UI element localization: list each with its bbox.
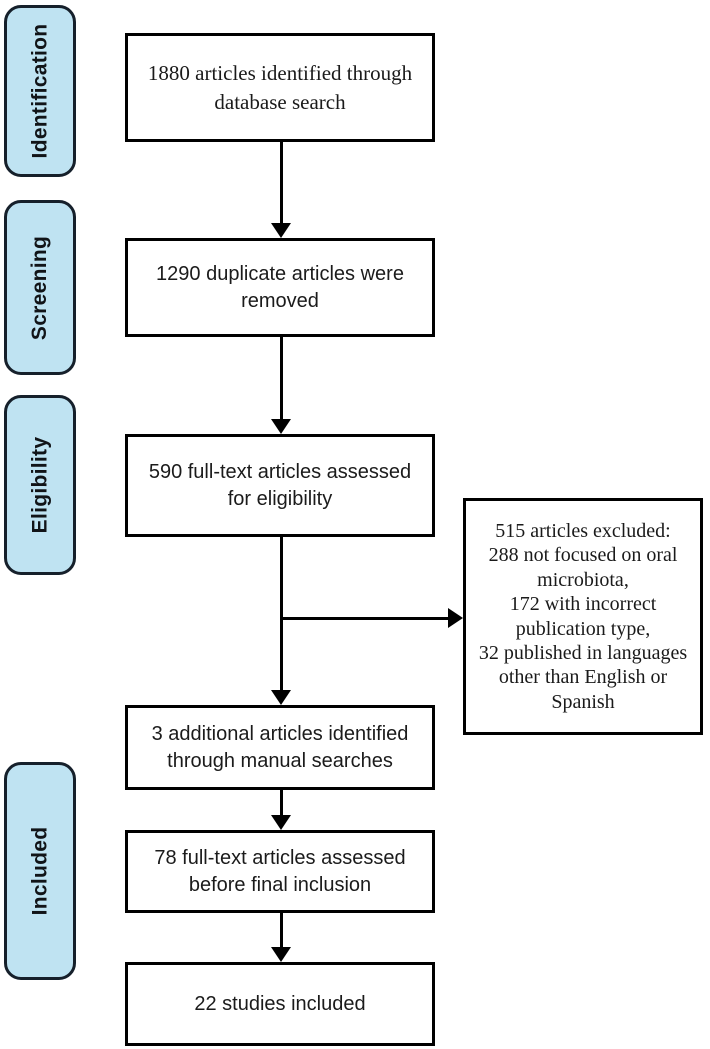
stage-included: Included	[4, 762, 76, 980]
flow-box-additional-articles: 3 additional articles identified through…	[125, 705, 435, 790]
flow-box-identified: 1880 articles identified through databas…	[125, 33, 435, 142]
arrow-shaft	[279, 337, 283, 419]
excluded-line-publication-type: 172 with incorrect publication type,	[509, 593, 657, 640]
arrow-shaft	[279, 142, 283, 223]
side-box-excluded: 515 articles excluded: 288 not focused o…	[463, 498, 703, 735]
flow-box-studies-included: 22 studies included	[125, 962, 435, 1046]
stage-screening-label: Screening	[28, 235, 52, 340]
flow-box-studies-included-text: 22 studies included	[194, 992, 366, 1015]
arrow-shaft	[281, 616, 448, 620]
stage-eligibility-label: Eligibility	[28, 436, 51, 534]
arrow-branch-to-excluded	[281, 608, 463, 628]
arrow-shaft	[279, 537, 283, 690]
arrow-identified-to-duplicates	[271, 142, 291, 238]
arrow-before-final-to-included	[271, 913, 291, 962]
flow-box-before-final-inclusion-text: 78 full-text articles assessed before fi…	[154, 846, 406, 896]
arrow-duplicates-to-fulltext	[271, 337, 291, 434]
flow-box-additional-articles-text: 3 additional articles identified through…	[151, 722, 409, 772]
flow-box-fulltext-assessed-text: 590 full-text articles assessed for elig…	[148, 460, 412, 510]
flow-box-duplicates-removed: 1290 duplicate articles were removed	[125, 238, 435, 337]
arrow-down-icon	[271, 419, 291, 434]
arrow-down-icon	[271, 815, 291, 830]
arrow-down-icon	[271, 690, 291, 705]
stage-eligibility: Eligibility	[4, 395, 76, 575]
arrow-additional-to-before-final	[271, 790, 291, 830]
arrow-down-icon	[271, 223, 291, 238]
arrow-right-icon	[448, 608, 463, 628]
excluded-line-languages: 32 published in languages other than Eng…	[478, 641, 688, 713]
arrow-down-icon	[271, 947, 291, 962]
flow-box-fulltext-assessed: 590 full-text articles assessed for elig…	[125, 434, 435, 537]
flow-box-duplicates-removed-text: 1290 duplicate articles were removed	[156, 262, 404, 312]
stage-identification: Identification	[4, 5, 76, 177]
flow-box-before-final-inclusion: 78 full-text articles assessed before fi…	[125, 830, 435, 913]
arrow-fulltext-to-additional	[271, 537, 291, 705]
stage-included-label: Included	[28, 826, 51, 916]
stage-identification-label: Identification	[28, 23, 51, 159]
arrow-shaft	[279, 913, 283, 947]
excluded-line-total: 515 articles excluded:	[495, 519, 671, 542]
excluded-line-oral-microbiota: 288 not focused on oral microbiota,	[488, 544, 678, 591]
flow-box-identified-text: 1880 articles identified through databas…	[147, 61, 413, 114]
arrow-shaft	[279, 790, 283, 815]
stage-screening: Screening	[4, 200, 76, 375]
